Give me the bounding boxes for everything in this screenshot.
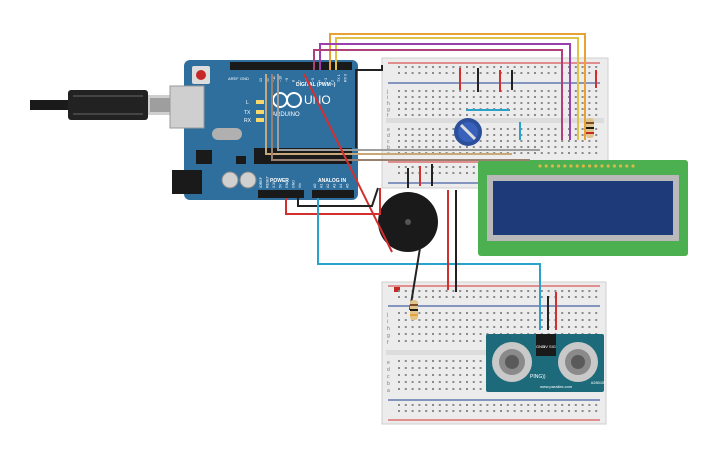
- bottom-row-label-i: i: [387, 319, 388, 325]
- power-pin-label-6: Vin: [298, 183, 302, 188]
- wire-black-buzzer: [409, 247, 421, 311]
- wire-yellow: [335, 37, 579, 140]
- top-row-label-c: c: [387, 139, 390, 145]
- arduino-uno-board: L TX RX ARDUINO UNO DIGITAL (PWM~) POWER…: [169, 60, 358, 200]
- lcd-pins: [538, 164, 635, 168]
- wire-purple: [319, 43, 571, 140]
- digital-pin-label-6: 7: [298, 80, 302, 82]
- analog-pin-label-5: A5: [346, 184, 350, 188]
- top-row-label-j: j: [386, 89, 388, 95]
- analog-pin-label-1: A1: [320, 184, 324, 188]
- analog-pin-label-0: A0: [313, 184, 317, 188]
- top-row-label-g: g: [387, 107, 390, 113]
- led-label-tx: TX: [244, 110, 251, 116]
- bottom-row-label-a: a: [387, 388, 390, 394]
- power-pin-label-1: RESET: [266, 175, 270, 188]
- top-row-label-h: h: [387, 101, 390, 107]
- resistor-icon: [586, 118, 594, 138]
- arduino-logo-text: ARDUINO: [272, 112, 300, 118]
- aref-label: AREF: [228, 76, 239, 81]
- top-row-label-b: b: [387, 145, 390, 151]
- digital-pin-label-2: ~11: [272, 76, 276, 82]
- bottom-row-label-f: f: [387, 340, 389, 346]
- analog-header-label: ANALOG IN: [318, 178, 346, 184]
- wire-pink: [313, 49, 563, 140]
- led-label-l: L: [246, 100, 249, 106]
- digital-pin-label-1: 12: [266, 78, 270, 82]
- bottom-row-label-b: b: [387, 381, 390, 387]
- bottom-row-label-j: j: [386, 312, 388, 318]
- power-pin-label-5: GND: [292, 180, 296, 188]
- digital-pin-label-3: ~10: [279, 76, 283, 82]
- wire-black-gnd: [297, 187, 379, 207]
- sensor-pin-5v: 5V: [543, 344, 548, 349]
- sensor-pin-sig: SIG: [549, 344, 556, 349]
- digital-pin-label-5: 8: [292, 80, 296, 82]
- top-row-label-f: f: [387, 113, 389, 119]
- sensor-pin-gnd: GND: [536, 344, 545, 349]
- sensor-brand: www.parallax.com: [540, 384, 573, 389]
- digital-pin-label-4: ~9: [285, 78, 289, 82]
- wire-orange: [329, 33, 586, 140]
- power-pin-label-2: 3.3V: [272, 180, 276, 188]
- wire-red-diag: [303, 73, 393, 253]
- digital-pin-label-13: RX 0: [344, 74, 348, 82]
- gnd-label: GND: [240, 76, 249, 81]
- sensor-part: #28015: [591, 380, 605, 385]
- digital-pin-label-12: TX 1: [337, 74, 341, 82]
- power-header-label: POWER: [270, 178, 289, 184]
- digital-header-label: DIGITAL (PWM~): [296, 82, 336, 88]
- wire-tan-2: [271, 74, 530, 161]
- sensor-model: PING)): [530, 374, 546, 380]
- wire-black-gnd-top: [355, 65, 383, 148]
- ultrasonic-sensor-icon: PING)) www.parallax.com #28015 GND 5V SI…: [486, 334, 605, 392]
- digital-pin-label-0: 13: [259, 78, 263, 82]
- wire-tan-1: [265, 74, 512, 155]
- potentiometer-icon[interactable]: [454, 118, 482, 146]
- top-row-label-i: i: [387, 95, 388, 101]
- digital-pin-label-10: ~3: [324, 78, 328, 82]
- bottom-row-label-g: g: [387, 333, 390, 339]
- bottom-row-label-c: c: [387, 374, 390, 380]
- lcd-display-icon: [478, 160, 688, 256]
- digital-pin-label-11: 2: [331, 80, 335, 82]
- led-label-rx: RX: [244, 118, 252, 124]
- top-row-label-d: d: [387, 133, 390, 139]
- analog-pin-label-4: A4: [339, 184, 343, 188]
- bottom-row-label-h: h: [387, 326, 390, 332]
- analog-pin-label-3: A3: [333, 184, 337, 188]
- usb-cable-icon: [30, 90, 183, 120]
- wire-red-5v: [285, 188, 381, 215]
- top-row-label-e: e: [387, 127, 390, 133]
- wires: [265, 33, 597, 330]
- bottom-row-label-d: d: [387, 367, 390, 373]
- power-pin-label-4: GND: [285, 180, 289, 188]
- wire-grey: [277, 74, 540, 151]
- digital-pin-label-8: ~5: [311, 78, 315, 82]
- digital-pin-label-9: 4: [318, 80, 322, 82]
- piezo-buzzer-icon: [378, 192, 438, 252]
- wire-blue-sig: [317, 198, 541, 330]
- reset-button[interactable]: [196, 70, 206, 80]
- bottom-row-label-e: e: [387, 360, 390, 366]
- resistor-bottom-icon: [410, 300, 418, 320]
- power-pin-label-0: IOREF: [259, 176, 263, 188]
- power-pin-label-3: 5V: [279, 183, 283, 188]
- analog-pin-label-2: A2: [326, 184, 330, 188]
